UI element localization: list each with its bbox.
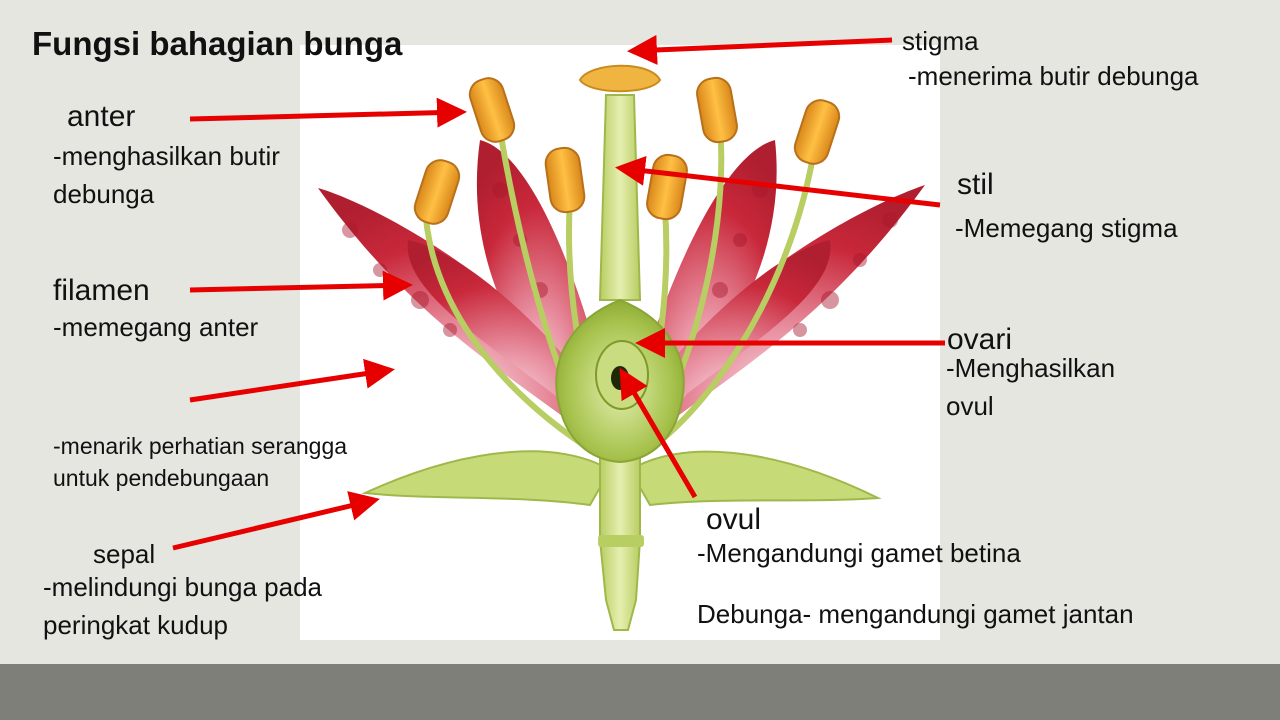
- anther-1: [468, 77, 516, 143]
- pedicel-joint: [598, 535, 644, 547]
- desc-sepal-line1: -melindungi bunga pada: [43, 572, 322, 602]
- label-ovari: ovari: [947, 323, 1013, 356]
- slide-title: Fungsi bahagian bunga: [32, 25, 403, 62]
- desc-ovari-line1: -Menghasilkan: [946, 353, 1116, 383]
- desc-anter-line2: debunga: [53, 179, 155, 209]
- desc-stil: -Memegang stigma: [955, 213, 1178, 243]
- desc-kelopak-line1: -menarik perhatian serangga: [53, 433, 348, 459]
- sepal-right: [628, 450, 882, 507]
- label-stigma: stigma: [902, 26, 979, 56]
- arrow-stil: [615, 155, 941, 208]
- desc-anter-line1: -menghasilkan butir: [53, 141, 280, 171]
- note-debunga: Debunga- mengandungi gamet jantan: [697, 599, 1134, 629]
- arrow-anter: [189, 97, 467, 128]
- stigma: [578, 64, 662, 93]
- desc-stigma: -menerima butir debunga: [908, 61, 1199, 91]
- label-ovul: ovul: [706, 503, 762, 536]
- pointer-arrows: [172, 34, 945, 551]
- anther-2: [413, 159, 461, 225]
- label-stil: stil: [957, 168, 994, 201]
- arrow-stigma: [627, 34, 893, 65]
- anther-6: [646, 153, 688, 221]
- sepal-left: [361, 450, 612, 507]
- anthers: [413, 76, 841, 225]
- anther-5: [793, 99, 841, 165]
- style: [598, 94, 642, 301]
- desc-filamen: -memegang anter: [53, 312, 259, 342]
- footer-bar: [0, 664, 1280, 720]
- anther-3: [544, 146, 586, 214]
- anther-4: [696, 76, 738, 144]
- label-anter: anter: [67, 100, 136, 133]
- desc-ovul: -Mengandungi gamet betina: [697, 538, 1021, 568]
- label-sepal: sepal: [93, 539, 156, 569]
- arrow-filamen: [189, 270, 413, 301]
- desc-kelopak-line2: untuk pendebungaan: [53, 465, 270, 491]
- desc-sepal-line2: peringkat kudup: [43, 610, 229, 640]
- arrow-kelopak: [189, 358, 395, 403]
- desc-ovari-line2: ovul: [946, 391, 994, 421]
- label-filamen: filamen: [53, 274, 150, 307]
- arrow-ovul: [619, 367, 698, 499]
- arrow-sepal: [172, 491, 380, 551]
